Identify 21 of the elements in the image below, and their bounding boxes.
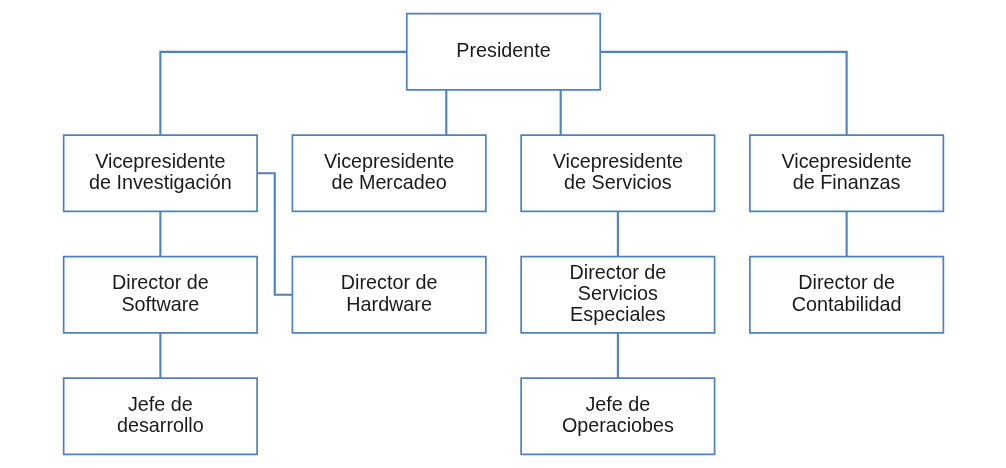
node-box: Director de Servicios Especiales	[519, 255, 715, 334]
connector	[444, 90, 447, 136]
connector	[256, 172, 292, 296]
connector	[158, 50, 407, 135]
node-box: Vicepresidente de Investigación	[62, 134, 258, 213]
connector	[845, 211, 848, 257]
node-box: Vicepresidente de Servicios	[519, 134, 715, 213]
node-box: Vicepresidente de Finanzas	[748, 134, 944, 213]
connector	[616, 211, 619, 257]
node-box: Jefe de desarrollo	[62, 377, 258, 456]
node-box: Director de Software	[62, 255, 258, 334]
connector	[599, 50, 848, 135]
connector	[616, 333, 619, 378]
node-box: Director de Contabilidad	[748, 255, 944, 334]
connector	[158, 333, 161, 378]
connector	[559, 90, 562, 136]
node-box: Jefe de Operaciobes	[519, 377, 715, 456]
node-box: Vicepresidente de Mercadeo	[291, 134, 487, 213]
connector	[158, 211, 161, 257]
node-box: Director de Hardware	[291, 255, 487, 334]
node-box: Presidente	[405, 12, 601, 91]
